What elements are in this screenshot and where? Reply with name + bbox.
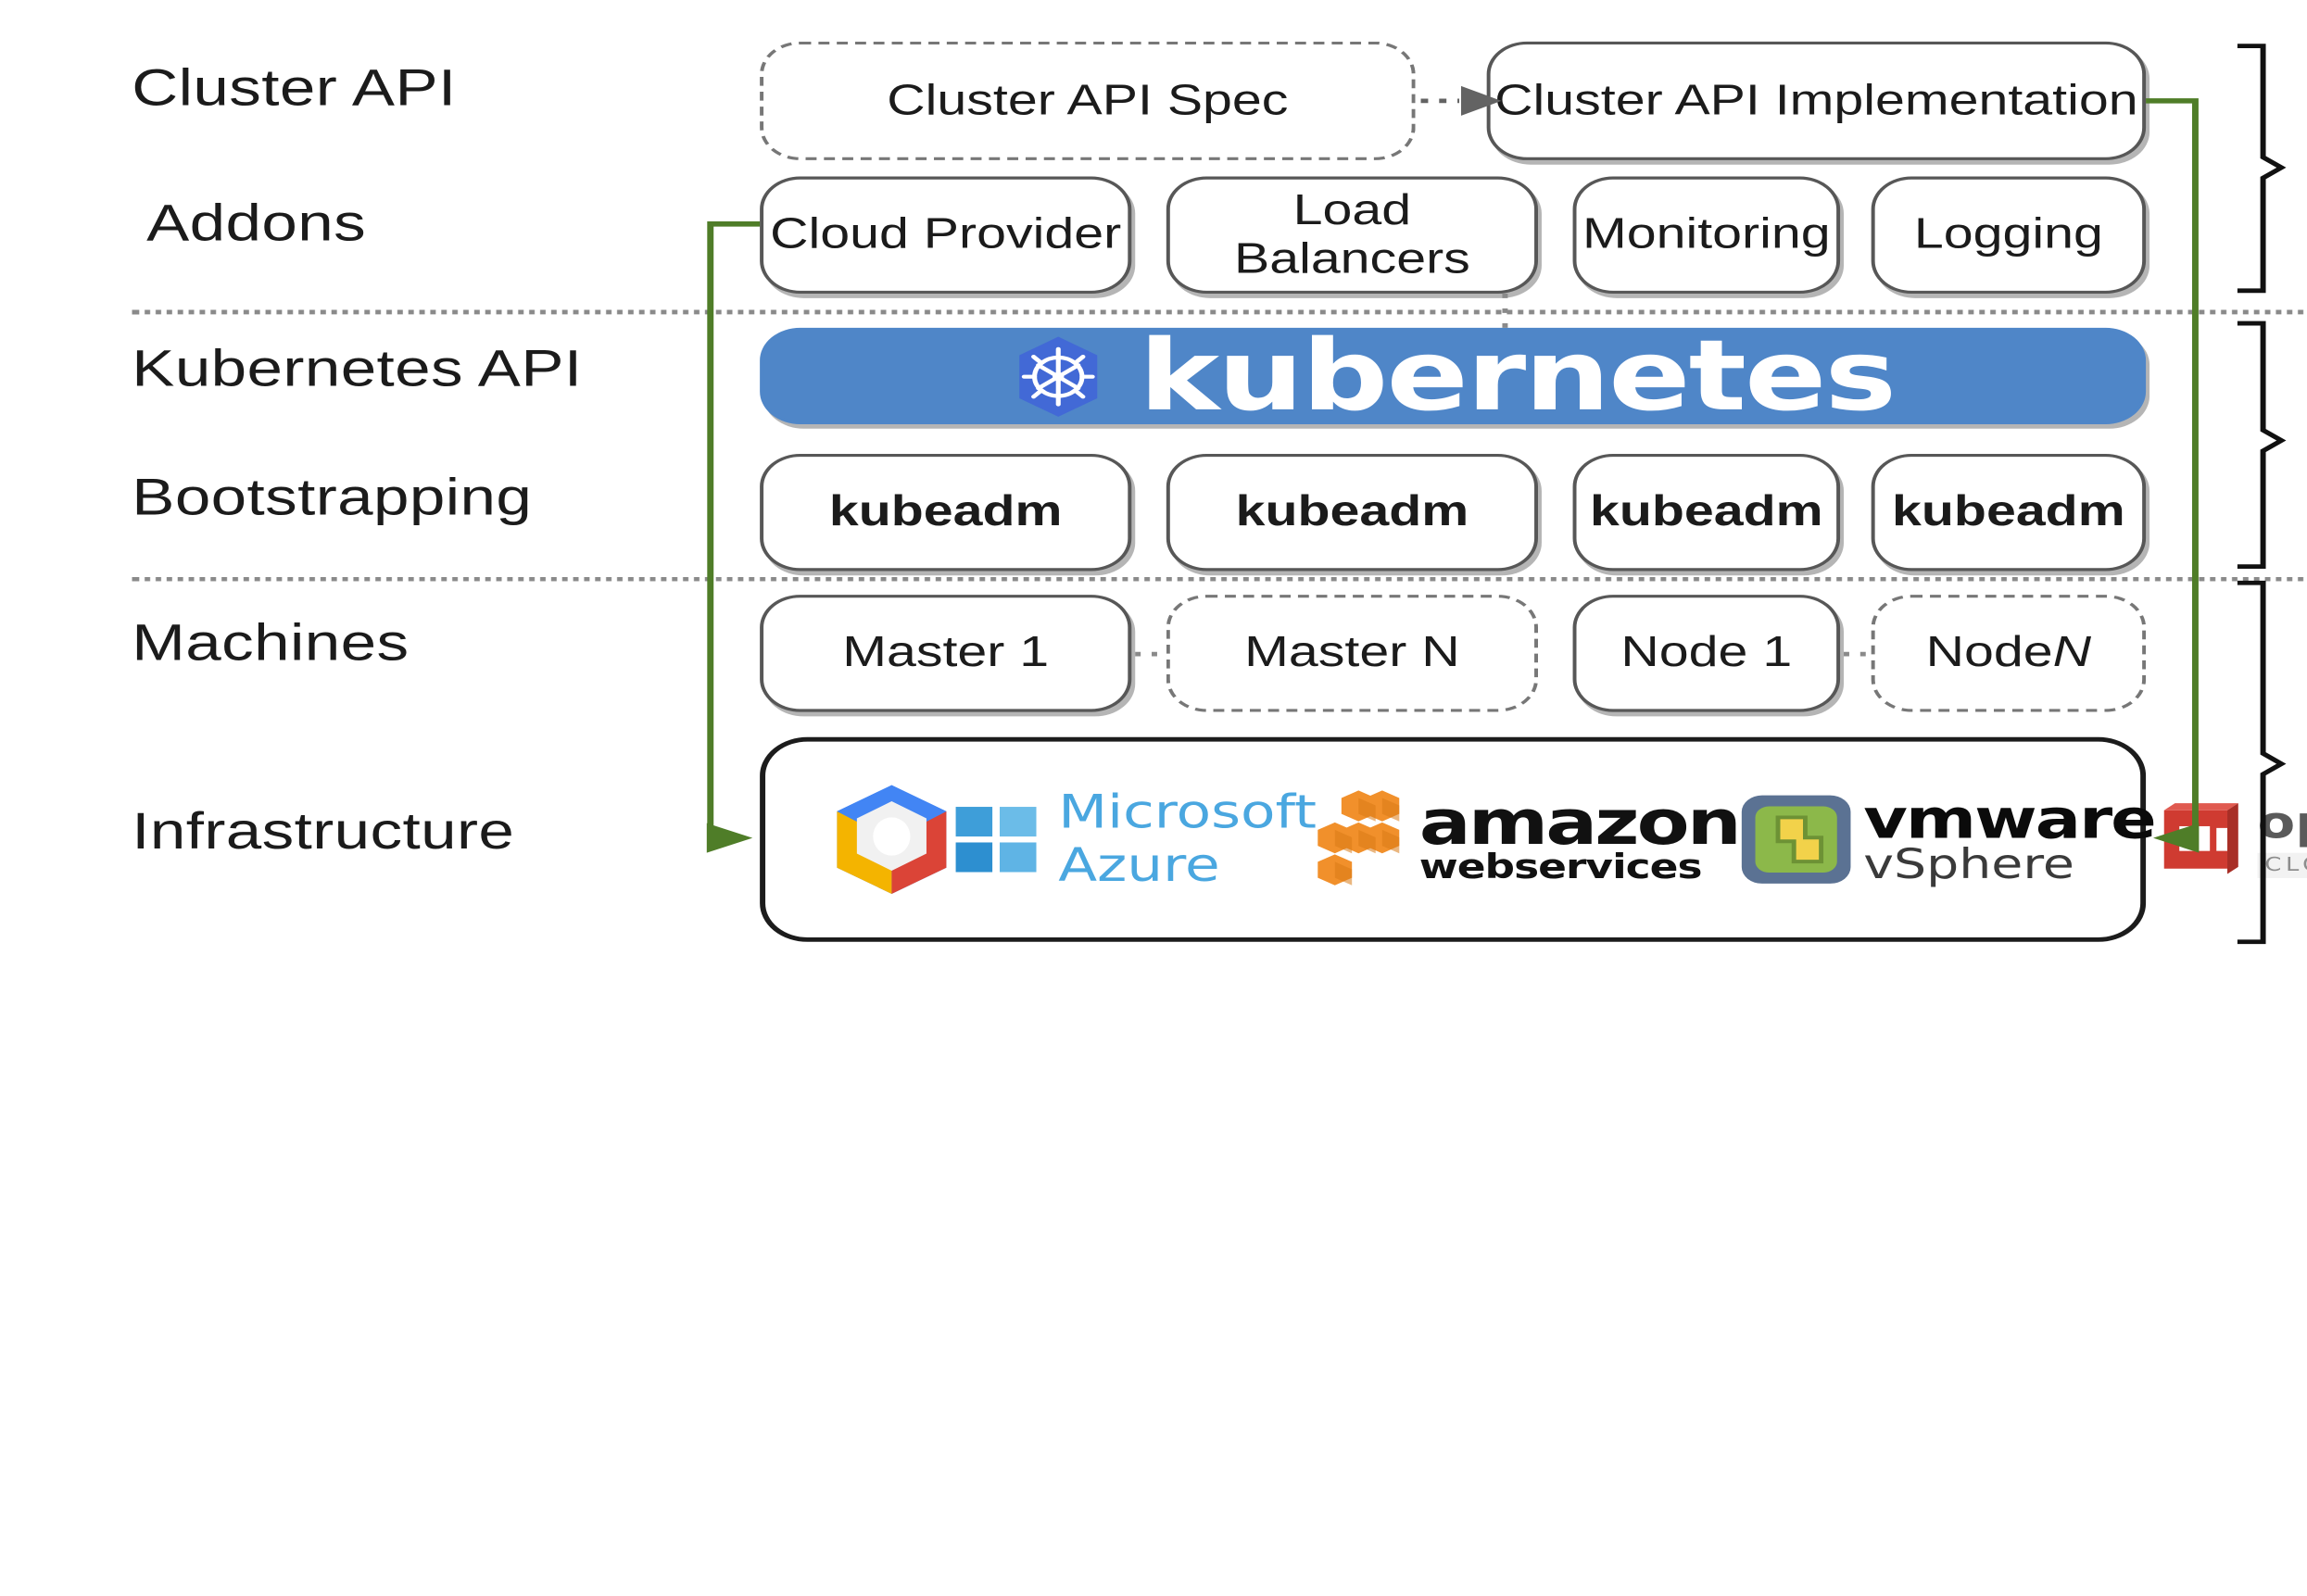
row-label-bootstrapping: Bootstrapping: [132, 468, 533, 527]
node-cluster-api-implementation[interactable]: Cluster API Implementation: [1486, 41, 2147, 160]
aws-wordmark-webservices: webservices: [1418, 848, 1703, 887]
azure-wordmark: Microsoft Azure: [1058, 785, 1317, 893]
node-node-n[interactable]: Node N: [1871, 595, 2147, 712]
node-cloud-provider[interactable]: Cloud Provider: [760, 176, 1132, 295]
node-monitoring[interactable]: Monitoring: [1572, 176, 1841, 295]
row-label-kubernetes-api: Kubernetes API: [132, 339, 583, 398]
diagram-canvas: Cluster API Addons Kubernetes API Bootst…: [132, 41, 2307, 945]
vsphere-wordmark: vSphere: [1863, 839, 2074, 889]
row-label-addons: Addons: [146, 194, 367, 253]
row-label-machines: Machines: [132, 613, 410, 672]
row-label-cluster-api: Cluster API: [132, 59, 457, 118]
openstack-tagline: CLOUD SOFTWARE: [2257, 851, 2307, 878]
vmware-logo-icon: vmware vSphere: [1739, 787, 2157, 889]
aws-wordmark-amazon: amazon: [1418, 785, 1742, 860]
node-kubeadm-3[interactable]: kubeadm: [1572, 453, 1841, 572]
band-separator-lower: [132, 576, 2307, 582]
kubernetes-logo-icon: [1011, 334, 1106, 418]
flow-left-cloudprovider-to-infrastructure: [707, 220, 761, 838]
node-node-1[interactable]: Node 1: [1572, 595, 1841, 712]
node-master-1[interactable]: Master 1: [760, 595, 1132, 712]
node-master-n[interactable]: Master N: [1166, 595, 1538, 712]
flow-right-implementation-to-infrastructure: [2146, 98, 2199, 838]
bracket-layer-1: [2237, 580, 2287, 945]
node-node-n-prefix: Node: [1925, 628, 2053, 677]
node-cluster-api-spec[interactable]: Cluster API Spec: [760, 41, 1416, 160]
node-logging[interactable]: Logging: [1871, 176, 2147, 295]
node-load-balancers[interactable]: Load Balancers: [1166, 176, 1538, 295]
kubernetes-wordmark: kubernetes: [1139, 319, 1897, 434]
kubernetes-banner[interactable]: kubernetes: [760, 319, 2147, 434]
openstack-wordmark-open: open: [2257, 797, 2307, 849]
node-kubeadm-1[interactable]: kubeadm: [760, 453, 1132, 572]
bracket-layer-2: [2237, 320, 2287, 570]
row-label-infrastructure: Infrastructure: [132, 802, 515, 861]
band-separator-upper: [132, 309, 2307, 315]
openstack-logo-icon: openstack CLOUD SOFTWARE: [2155, 798, 2307, 881]
google-cloud-logo-icon: [827, 783, 955, 896]
azure-logo-icon: Microsoft Azure: [955, 785, 1317, 893]
node-node-n-italic: N: [2052, 628, 2092, 677]
vmware-wordmark: vmware: [1863, 787, 2157, 852]
node-kubeadm-4[interactable]: kubeadm: [1871, 453, 2147, 572]
infrastructure-box[interactable]: Microsoft Azure amaz: [760, 736, 2307, 942]
flow-left-arrowhead: [706, 823, 753, 853]
bracket-layer-3: [2237, 44, 2287, 294]
node-kubeadm-2[interactable]: kubeadm: [1166, 453, 1538, 572]
aws-logo-icon: amazon webservices: [1317, 785, 1742, 893]
